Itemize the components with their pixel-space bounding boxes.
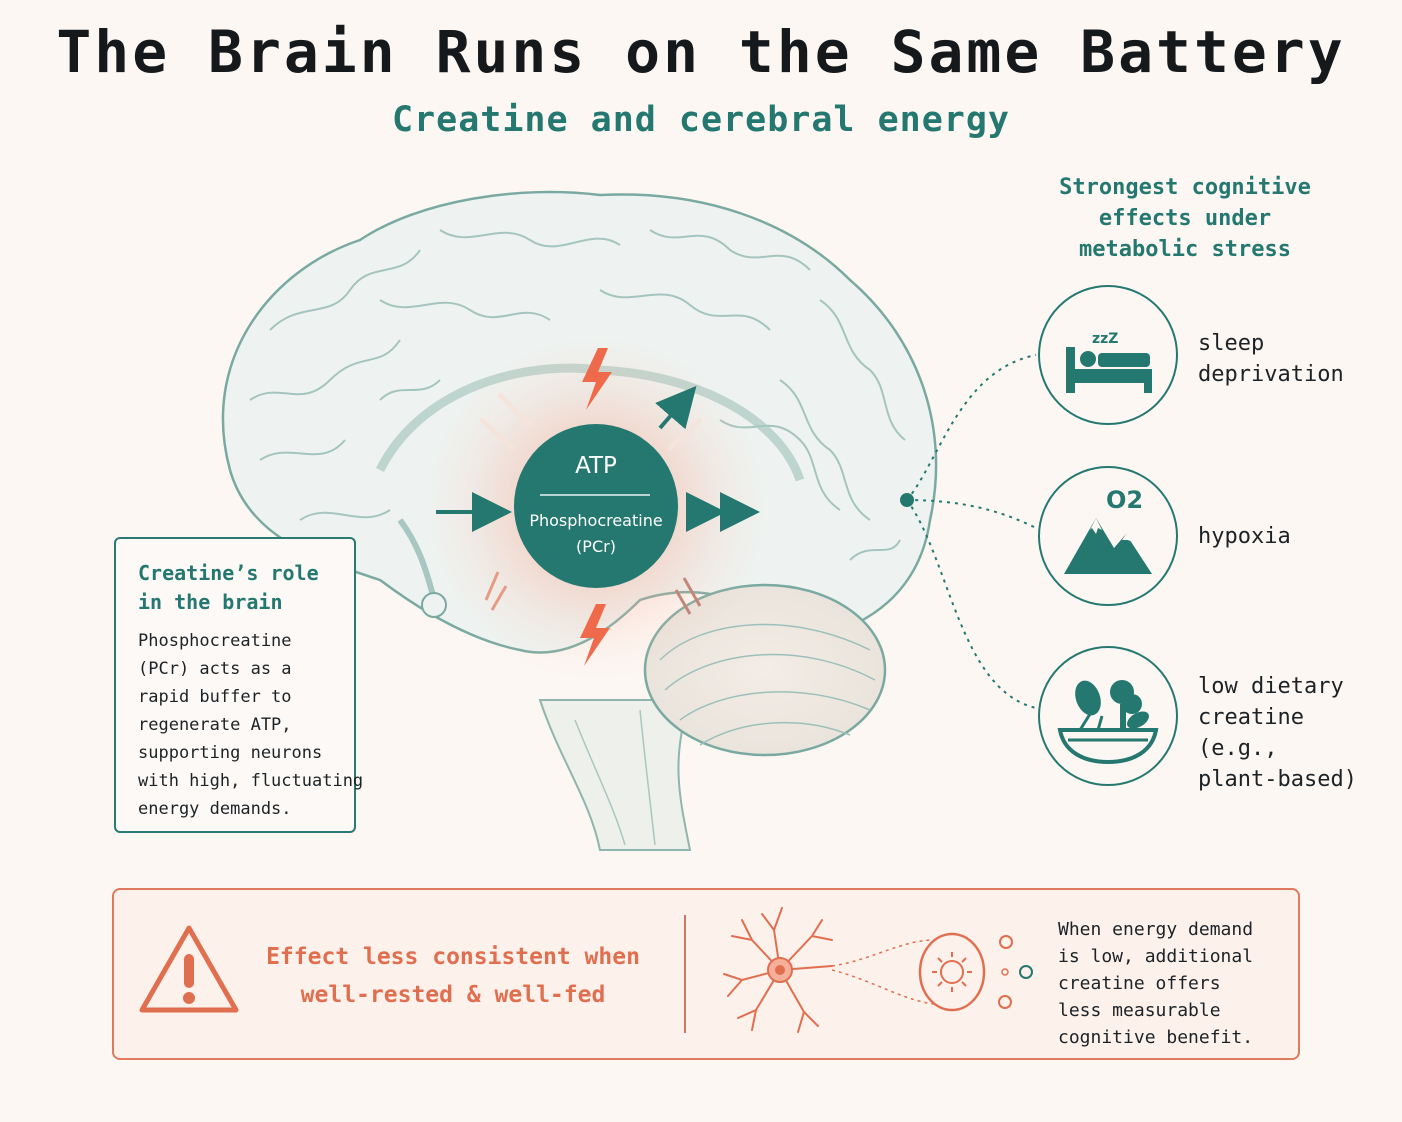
stress-label-line: plant-based) xyxy=(1198,767,1357,792)
role-body-line: Phosphocreatine xyxy=(138,631,292,651)
stress-label-line: hypoxia xyxy=(1198,524,1291,549)
warning-line: well-rested & well-fed xyxy=(300,982,606,1008)
role-heading-line: Creatine’s role xyxy=(138,561,319,585)
role-body-line: regenerate ATP, xyxy=(138,715,292,735)
role-heading: Creatine’s role in the brain xyxy=(138,559,354,617)
role-heading-line: in the brain xyxy=(138,590,283,614)
role-body-line: (PCr) acts as a xyxy=(138,659,292,679)
note-line: creatine offers xyxy=(1058,973,1221,994)
note-line: less measurable xyxy=(1058,1000,1221,1021)
stress-label-line: creatine xyxy=(1198,705,1304,730)
stress-label-sleep: sleep deprivation xyxy=(1198,328,1344,390)
role-body-line: supporting neurons xyxy=(138,743,323,763)
zzz-text: zzZ xyxy=(1092,331,1118,347)
pcr-line: (PCr) xyxy=(576,537,616,556)
role-body-line: rapid buffer to xyxy=(138,687,292,707)
vegetable-bowl-icon xyxy=(1038,646,1178,786)
warning-icon xyxy=(139,925,239,1013)
warning-line: Effect less consistent when xyxy=(266,944,640,970)
role-body-line: with high, fluctuating xyxy=(138,771,364,791)
stress-heading-line: metabolic stress xyxy=(1079,237,1291,262)
stress-label-line: (e.g., xyxy=(1198,736,1278,761)
stress-label-diet: low dietary creatine (e.g., plant-based) xyxy=(1198,671,1357,795)
sleep-bed-icon: zzZ xyxy=(1038,285,1178,425)
stress-heading-line: Strongest cognitive xyxy=(1059,175,1311,200)
note-line: When energy demand xyxy=(1058,919,1254,940)
stress-label-line: deprivation xyxy=(1198,362,1344,387)
neuron-icon xyxy=(723,907,1033,1033)
stress-label-line: sleep xyxy=(1198,331,1265,356)
stress-heading: Strongest cognitive effects under metabo… xyxy=(1020,172,1350,265)
o2-text: O2 xyxy=(1106,486,1143,514)
page-subtitle: Creatine and cerebral energy xyxy=(391,100,1010,140)
mountain-oxygen-icon: O2 xyxy=(1038,466,1178,606)
pcr-label: Phosphocreatine (PCr) xyxy=(510,508,682,560)
stress-label-hypoxia: hypoxia xyxy=(1198,521,1291,552)
consistency-panel xyxy=(112,888,1300,1060)
role-body: Phosphocreatine (PCr) acts as a rapid bu… xyxy=(138,627,364,823)
warning-text: Effect less consistent when well-rested … xyxy=(258,938,648,1014)
stress-label-line: low dietary xyxy=(1198,674,1344,699)
low-demand-note: When energy demand is low, additional cr… xyxy=(1058,916,1253,1051)
note-line: cognitive benefit. xyxy=(1058,1027,1254,1048)
stress-heading-line: effects under xyxy=(1098,206,1272,231)
creatine-role-box: Creatine’s role in the brain Phosphocrea… xyxy=(114,537,364,833)
pcr-line: Phosphocreatine xyxy=(529,511,663,530)
role-body-line: energy demands. xyxy=(138,799,292,819)
note-line: is low, additional xyxy=(1058,946,1254,967)
panel-divider xyxy=(684,915,686,1033)
atp-label: ATP xyxy=(575,453,617,479)
page-title: The Brain Runs on the Same Battery xyxy=(56,18,1346,86)
